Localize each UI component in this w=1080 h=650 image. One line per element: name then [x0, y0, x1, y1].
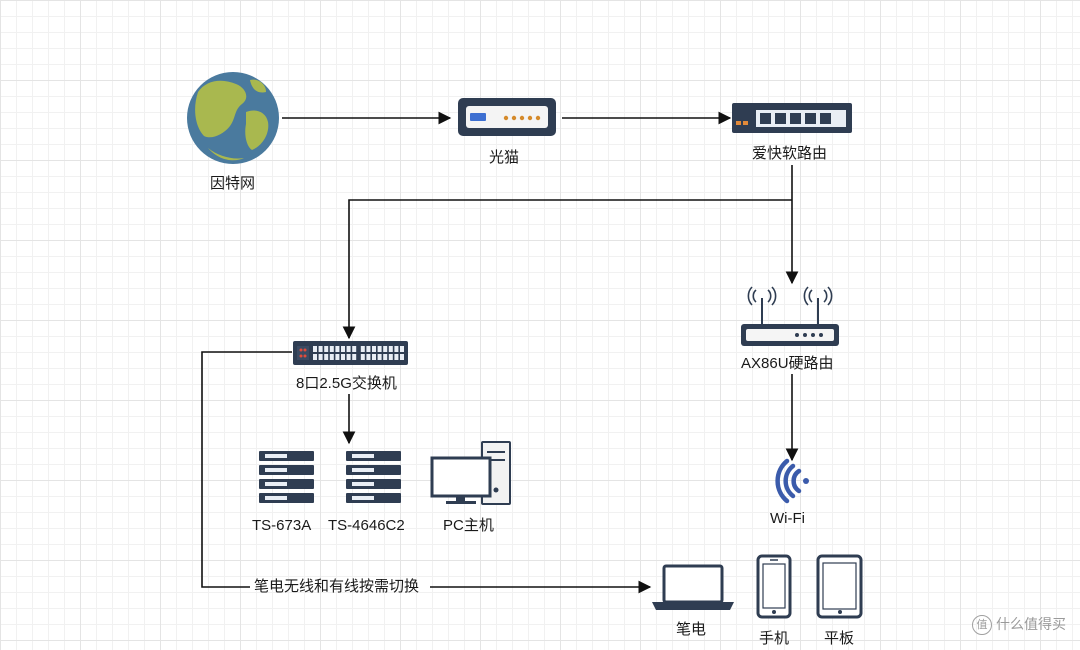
switch-port	[366, 354, 371, 360]
switch-port	[341, 346, 345, 352]
tablet-icon	[816, 554, 863, 619]
switch-port	[372, 354, 376, 360]
label-pc: PC主机	[443, 517, 494, 534]
modem-icon	[458, 98, 556, 136]
switch-port	[377, 346, 382, 352]
label-modem: 光猫	[489, 149, 520, 166]
switch-port	[366, 346, 371, 352]
switch-port	[313, 346, 317, 352]
switch-port	[388, 346, 393, 352]
switch-port	[400, 354, 404, 360]
label-edge-note: 笔电无线和有线按需切换	[254, 578, 420, 595]
switch-port	[352, 346, 357, 352]
switch-port	[318, 354, 323, 360]
wifi-icon	[775, 458, 809, 504]
laptop-icon	[652, 564, 734, 610]
connectors	[201, 111, 799, 594]
label-nas2: TS-4646C2	[328, 517, 405, 534]
router-icon	[732, 103, 852, 133]
watermark-logo-icon: 值	[972, 615, 992, 636]
switch-port	[346, 354, 351, 360]
switch-port	[335, 354, 340, 360]
switch-port	[388, 354, 393, 360]
label-laptop: 笔电	[676, 621, 707, 638]
switch-port	[383, 354, 388, 360]
switch-port	[377, 354, 382, 360]
switch-port	[313, 354, 317, 360]
switch-port	[352, 354, 357, 360]
server-icon	[346, 451, 401, 503]
switch-port	[383, 346, 388, 352]
switch-icon	[293, 341, 408, 365]
switch-port	[400, 346, 404, 352]
label-nas1: TS-673A	[252, 517, 312, 534]
label-switch: 8口2.5G交换机	[296, 375, 397, 392]
label-hard-router: AX86U硬路由	[741, 355, 834, 372]
label-soft-router: 爱快软路由	[752, 145, 828, 162]
wifi-router-icon	[741, 286, 839, 346]
watermark-text: 什么值得买	[996, 616, 1066, 632]
watermark: 值什么值得买	[972, 614, 1066, 636]
switch-port	[394, 346, 399, 352]
phone-icon	[756, 554, 792, 619]
switch-port	[318, 346, 323, 352]
switch-port	[346, 346, 351, 352]
label-wifi: Wi-Fi	[770, 510, 805, 527]
globe-icon	[187, 72, 279, 164]
server-icon	[259, 451, 314, 503]
switch-port	[329, 346, 334, 352]
switch-port	[360, 346, 365, 352]
switch-port	[341, 354, 345, 360]
switch-port	[394, 354, 399, 360]
switch-port	[360, 354, 365, 360]
edge-switch-laptop-left	[201, 351, 292, 588]
switch-ports	[313, 346, 404, 360]
label-phone: 手机	[759, 630, 790, 647]
label-internet: 因特网	[210, 175, 256, 192]
edge-softrouter-switch	[342, 199, 792, 340]
switch-port	[372, 346, 376, 352]
switch-port	[335, 346, 340, 352]
desktop-pc-icon	[430, 441, 511, 505]
switch-port	[329, 354, 334, 360]
label-tablet: 平板	[824, 630, 855, 647]
switch-port	[324, 346, 329, 352]
switch-port	[324, 354, 329, 360]
